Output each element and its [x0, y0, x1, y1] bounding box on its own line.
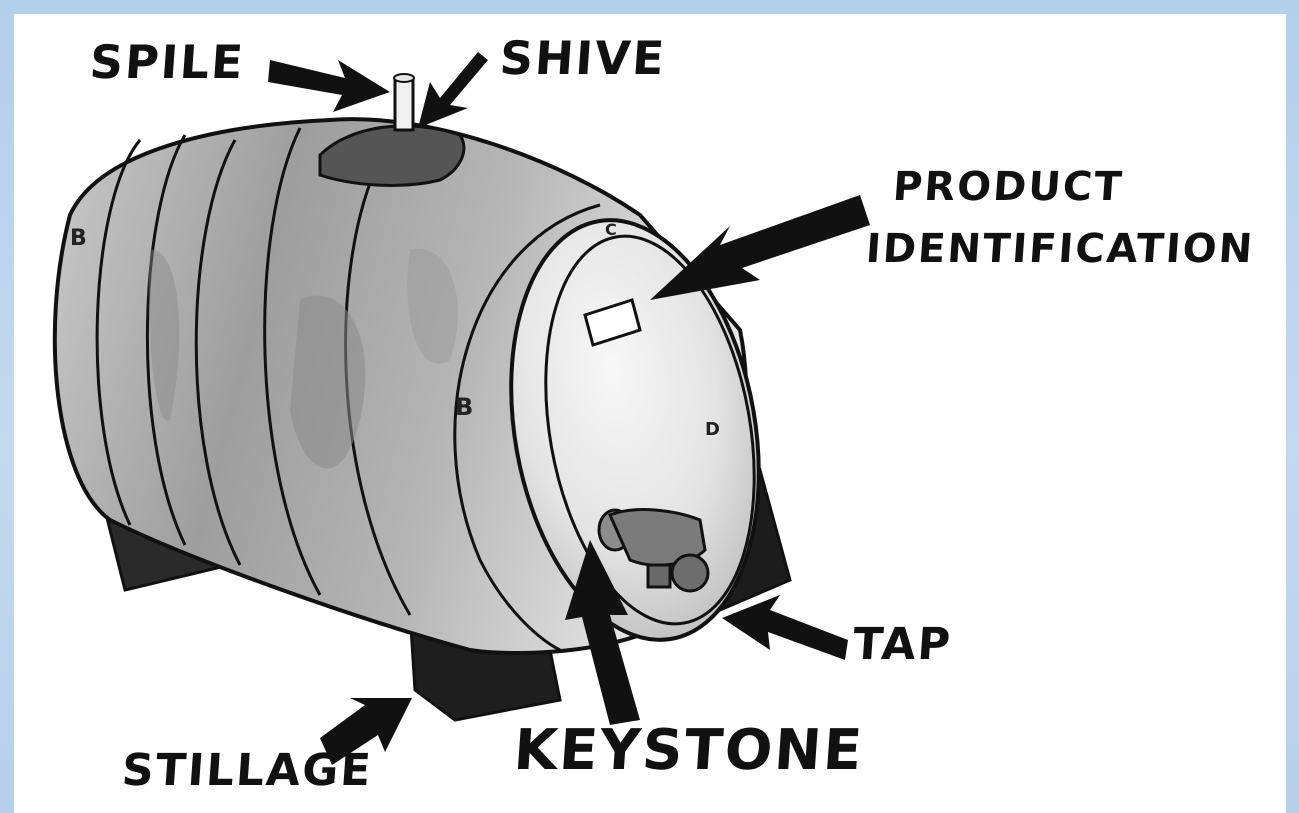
arrow-spile [268, 60, 390, 112]
arrow-shive [418, 52, 488, 128]
label-stillage: STILLAGE [120, 748, 374, 794]
cask-mark-left-end: B [70, 226, 87, 251]
diagram-panel: B B C D [14, 14, 1286, 813]
label-spile: SPILE [88, 38, 246, 86]
cask-mark-front-rim: D [705, 419, 720, 440]
cask-illustration: B B C D [14, 14, 1286, 813]
arrow-product-identification [650, 195, 870, 300]
arrow-tap [722, 595, 848, 660]
label-tap: TAP [851, 622, 953, 668]
spile-peg [394, 74, 414, 130]
cask-mark-mid-band: B [455, 393, 473, 421]
cask-mark-top-front: C [605, 220, 617, 239]
label-shive: SHIVE [498, 34, 667, 82]
label-product-line1: PRODUCT [892, 166, 1125, 208]
label-keystone: KEYSTONE [512, 722, 866, 781]
label-product-line2: IDENTIFICATION [865, 228, 1256, 270]
